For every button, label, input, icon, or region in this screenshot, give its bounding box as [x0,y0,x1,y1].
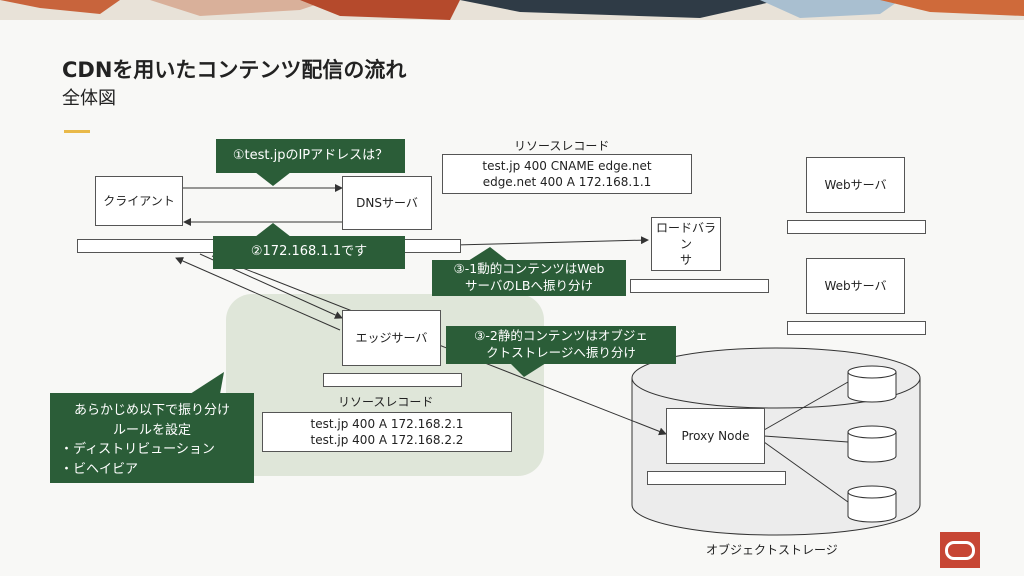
title-accent-line [64,130,90,133]
client-node: クライアント [95,176,183,226]
storage-bucket-icon [847,365,897,523]
callout-note: あらかじめ以下で振り分け ルールを設定 ・ディストリビューション ・ビヘイビア [50,393,254,483]
load-balancer-label: ロードバラン サ [655,220,716,268]
oracle-logo [940,532,980,568]
callout-step2-text: ②172.168.1.1です [250,244,368,260]
callout-step3-2-text: ③-2静的コンテンツはオブジェ クトストレージへ振り分け [474,328,648,360]
edge-record-box: test.jp 400 A 172.168.2.1 test.jp 400 A … [262,412,512,452]
callout-step3-1-text: ③-1動的コンテンツはWeb サーバのLBへ振り分け [453,261,605,293]
dns-record-box: test.jp 400 CNAME edge.net edge.net 400 … [442,154,692,194]
object-storage-label: オブジェクトストレージ [706,543,838,557]
edge-server-node: エッジサーバ [342,310,441,366]
callout-step3-2-pointer [510,363,546,377]
callout-step1: ①test.jpのIPアドレスは？ [216,139,405,173]
web-server-2-bar [787,321,926,335]
callout-note-line3: ・ディストリビューション [60,442,215,457]
web-server-1-node: Webサーバ [806,157,905,213]
client-label: クライアント [103,193,175,208]
callout-step1-text: ①test.jpのIPアドレスは？ [232,147,389,163]
callout-step1-pointer [255,172,291,186]
resource-record-top-label: リソースレコード [514,139,610,153]
oracle-logo-icon [945,540,975,560]
web-server-1-bar [787,220,926,234]
web-server-2-node: Webサーバ [806,258,905,314]
callout-note-line2: ルールを設定 [112,422,191,438]
edge-record-text: test.jp 400 A 172.168.2.1 test.jp 400 A … [310,416,464,447]
dns-server-node: DNSサーバ [342,176,432,230]
dns-server-label: DNSサーバ [356,195,418,210]
callout-step3-2: ③-2静的コンテンツはオブジェ クトストレージへ振り分け [446,326,676,364]
slide-subtitle: 全体図 [62,88,116,109]
resource-record-edge-label: リソースレコード [338,395,434,409]
slide-title: CDNを用いたコンテンツ配信の流れ [62,58,407,82]
load-balancer-bar [630,279,769,293]
edge-server-bar [323,373,462,387]
callout-note-pointer [190,372,224,394]
web-server-1-label: Webサーバ [824,177,887,192]
edge-server-label: エッジサーバ [355,330,428,345]
proxy-node: Proxy Node [666,408,765,464]
callout-step3-1-pointer [468,247,508,261]
load-balancer-node: ロードバラン サ [651,217,721,271]
proxy-node-bar [647,471,786,485]
dns-record-text: test.jp 400 CNAME edge.net edge.net 400 … [482,158,652,189]
callout-note-line4: ・ビヘイビア [60,461,139,477]
web-server-2-label: Webサーバ [824,278,887,293]
callout-step2-pointer [255,223,291,237]
callout-step2: ②172.168.1.1です [213,236,405,269]
callout-step3-1: ③-1動的コンテンツはWeb サーバのLBへ振り分け [432,260,626,296]
callout-note-line1: あらかじめ以下で振り分け [73,403,230,418]
proxy-node-label: Proxy Node [681,428,750,443]
header-artwork [0,0,1024,20]
